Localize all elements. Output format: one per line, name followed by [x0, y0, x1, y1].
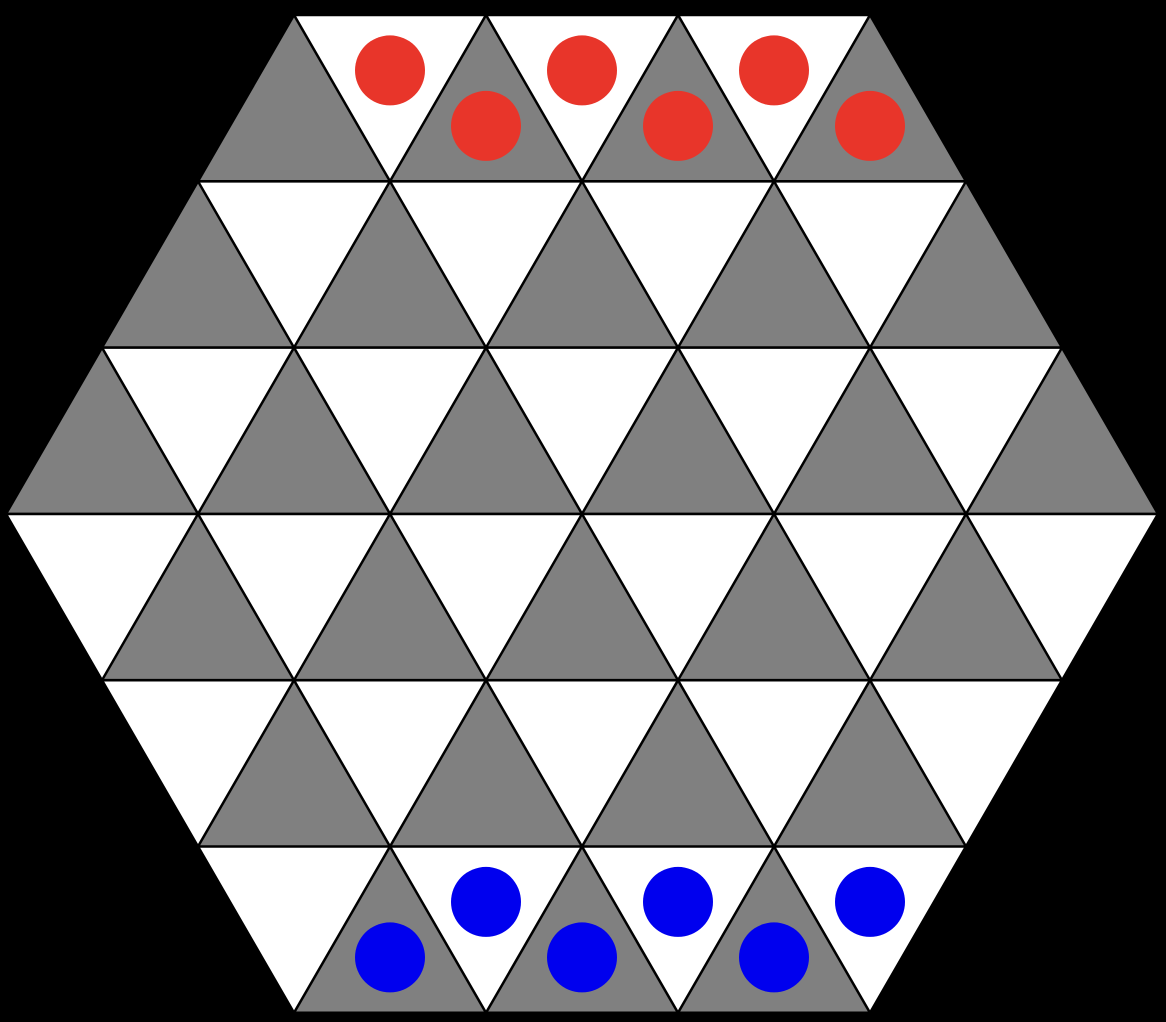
board-cell-r3-6-light[interactable]	[584, 515, 772, 678]
board-cell-r4-5-dark[interactable]	[584, 682, 772, 846]
board-cell-r4-6-light[interactable]	[680, 681, 868, 845]
board-pieces	[355, 35, 905, 993]
board-cell-r1-5-light[interactable]	[584, 182, 772, 346]
board-cell-r3-7-dark[interactable]	[680, 516, 868, 679]
board-cell-r4-3-dark[interactable]	[392, 682, 580, 846]
blue-piece-3[interactable]	[547, 922, 617, 993]
blue-piece-1[interactable]	[355, 922, 425, 993]
board-cell-r2-10-dark[interactable]	[968, 350, 1156, 513]
board-cell-r3-4-light[interactable]	[392, 515, 580, 678]
board-cell-r1-6-dark[interactable]	[680, 183, 868, 347]
board-cell-r3-2-light[interactable]	[200, 515, 388, 678]
board-cell-r1-2-dark[interactable]	[296, 183, 484, 347]
board-cell-r5-0-light[interactable]	[200, 847, 388, 1011]
blue-piece-5[interactable]	[739, 922, 809, 993]
board-cell-r2-4-dark[interactable]	[392, 350, 580, 513]
board-cell-r1-7-light[interactable]	[776, 182, 964, 346]
blue-piece-4[interactable]	[643, 866, 713, 937]
board-cell-r1-8-dark[interactable]	[872, 183, 1060, 347]
board-cell-r4-7-dark[interactable]	[776, 682, 964, 846]
board-cell-r3-8-light[interactable]	[776, 515, 964, 678]
board-cell-r3-1-dark[interactable]	[104, 516, 292, 679]
board-cell-r2-3-light[interactable]	[296, 348, 484, 512]
board-cell-r2-2-dark[interactable]	[200, 350, 388, 513]
board-cell-r4-1-dark[interactable]	[200, 682, 388, 846]
board-cell-r3-5-dark[interactable]	[488, 516, 676, 679]
blue-piece-2[interactable]	[451, 866, 521, 937]
board-cell-r4-4-light[interactable]	[488, 681, 676, 845]
board-cell-r3-10-light[interactable]	[968, 515, 1156, 678]
board-cell-r2-7-light[interactable]	[680, 348, 868, 512]
board-cell-r2-1-light[interactable]	[104, 348, 292, 512]
board-cell-r1-4-dark[interactable]	[488, 183, 676, 347]
board-cell-r2-5-light[interactable]	[488, 348, 676, 512]
red-piece-2[interactable]	[451, 90, 521, 161]
board-cell-r4-2-light[interactable]	[296, 681, 484, 845]
board-cell-r4-0-light[interactable]	[104, 681, 292, 845]
blue-piece-6[interactable]	[835, 866, 905, 937]
board-cell-r1-0-dark[interactable]	[104, 183, 292, 347]
board-cell-r2-9-light[interactable]	[872, 348, 1060, 512]
red-piece-4[interactable]	[643, 90, 713, 161]
board-cell-r2-8-dark[interactable]	[776, 350, 964, 513]
board-cell-r2-6-dark[interactable]	[584, 350, 772, 513]
board-cell-r0-0-dark[interactable]	[200, 17, 388, 181]
board-cell-r4-8-light[interactable]	[872, 681, 1060, 845]
red-piece-1[interactable]	[355, 35, 425, 106]
board-cell-r3-0-light[interactable]	[8, 515, 196, 678]
board-cell-r3-9-dark[interactable]	[872, 516, 1060, 679]
board-cell-r3-3-dark[interactable]	[296, 516, 484, 679]
red-piece-6[interactable]	[835, 90, 905, 161]
board-cell-r1-1-light[interactable]	[200, 182, 388, 346]
red-piece-5[interactable]	[739, 35, 809, 106]
board-cell-r2-0-dark[interactable]	[8, 350, 196, 513]
red-piece-3[interactable]	[547, 35, 617, 106]
board-cell-r1-3-light[interactable]	[392, 182, 580, 346]
